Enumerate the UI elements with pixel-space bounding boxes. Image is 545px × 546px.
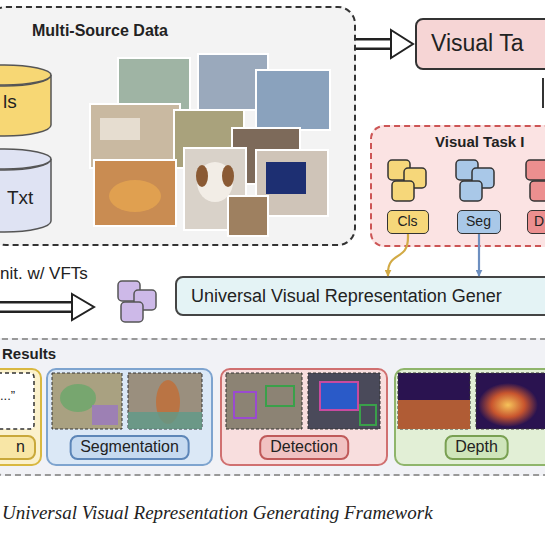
seg-image: [128, 373, 202, 429]
task-tag: Cls: [387, 210, 429, 234]
icon-block: [472, 168, 494, 188]
street-photo: [118, 58, 190, 114]
seg-mask: [128, 412, 202, 429]
dataset-cylinder: ls: [0, 64, 52, 136]
node-label: Multi-Source Data: [32, 22, 168, 40]
icon-block: [121, 302, 143, 322]
arrow-line: [478, 234, 480, 276]
city-photo: [256, 70, 330, 130]
node-label: Cls: [388, 214, 427, 229]
process-box: Visual Ta: [415, 18, 545, 70]
outdoor-photo: [174, 110, 244, 168]
flow-arrow: [479, 234, 480, 276]
result-panel: n: [0, 368, 42, 466]
result-label: Segmentation: [69, 435, 190, 460]
icon-block: [118, 281, 140, 301]
vft-cube-icon: [118, 281, 156, 322]
small-photo: [228, 196, 268, 236]
node-label: Visual Ta: [431, 31, 524, 56]
det-box: [320, 382, 358, 410]
dog-ear: [196, 165, 208, 187]
seg-head-icon: [456, 160, 494, 201]
arrow-inner: [356, 41, 397, 48]
caption-text-snippet: ...”: [0, 388, 15, 403]
flow-arrow: [388, 234, 408, 276]
icon-block: [460, 181, 482, 201]
det-box: [360, 405, 376, 425]
hollow-arrow: [356, 30, 413, 58]
icon-block: [456, 160, 478, 180]
result-label: Detection: [259, 435, 349, 460]
desk-photo: [256, 150, 328, 216]
icon-block: [404, 168, 426, 188]
node-label: Results: [2, 346, 56, 363]
cls-head-icon: [388, 160, 426, 201]
det-box: [234, 392, 256, 418]
cylinder-top: [0, 65, 51, 85]
icon-block: [392, 181, 414, 201]
hollow-arrow-shaft: [0, 301, 74, 313]
node-label: Txt: [7, 188, 33, 209]
result-panel: Detection: [220, 368, 388, 466]
result-label: n: [0, 435, 36, 460]
dataset-cylinder: Txt: [0, 148, 52, 232]
seg-mask: [156, 380, 180, 424]
det-image: [308, 373, 380, 429]
cylinder-top: [0, 149, 51, 169]
arrow-shaft: [356, 38, 395, 50]
seg-mask: [60, 384, 96, 412]
depth-floor: [398, 400, 470, 429]
result-panel: Depth: [394, 368, 545, 466]
dog-head: [197, 162, 233, 202]
arrow-line: [388, 234, 408, 276]
hollow-arrow-inner: [0, 304, 76, 311]
depth-image: [476, 373, 545, 429]
icon-block: [134, 290, 156, 310]
food-plate: [109, 180, 161, 212]
food-photo: [94, 160, 176, 226]
det-head-icon: [526, 160, 545, 201]
sofa-shape: [100, 118, 140, 140]
cylinder-body: [0, 159, 51, 232]
seg-mask: [92, 405, 118, 425]
det-image: [226, 373, 302, 429]
seg-image: [52, 373, 122, 429]
node-label: Universal Visual Representation Gener: [191, 287, 502, 307]
result-label: Depth: [444, 435, 509, 460]
dog-ear: [222, 165, 234, 187]
task-head-group: Visual Task I Cls Seg D: [370, 125, 545, 247]
node-label: Seg: [458, 214, 499, 229]
results-group: Results n Segmentation Detection Depth: [0, 338, 545, 476]
init-note: nit. w/ VFTs: [0, 264, 88, 284]
icon-block: [526, 160, 545, 180]
arrow-head: [391, 30, 413, 58]
arrow-stub: [542, 78, 544, 108]
icon-block: [388, 160, 410, 180]
task-tag: Seg: [457, 210, 501, 234]
monitor-shape: [266, 162, 306, 194]
node-label: ls: [3, 92, 17, 113]
indoor-photo: [232, 128, 300, 184]
figure-caption: Universal Visual Representation Generati…: [2, 502, 433, 524]
generator-box: Universal Visual Representation Gener: [175, 276, 545, 316]
depth-image: [398, 373, 470, 429]
room-photo: [90, 104, 180, 168]
node-label: D: [534, 214, 544, 229]
hollow-arrow-head: [72, 294, 94, 320]
node-label: Visual Task I: [435, 134, 525, 151]
data-group: Multi-Source Data lsTxt: [0, 6, 356, 246]
depth-object: [478, 383, 538, 427]
street-photo: [198, 54, 268, 110]
icon-block: [530, 181, 545, 201]
photo-collage: [90, 54, 330, 236]
dog-photo: [184, 148, 246, 230]
det-box: [266, 386, 294, 406]
result-panel: Segmentation: [46, 368, 213, 466]
caption-card: [0, 373, 34, 429]
task-tag: D: [527, 210, 545, 234]
